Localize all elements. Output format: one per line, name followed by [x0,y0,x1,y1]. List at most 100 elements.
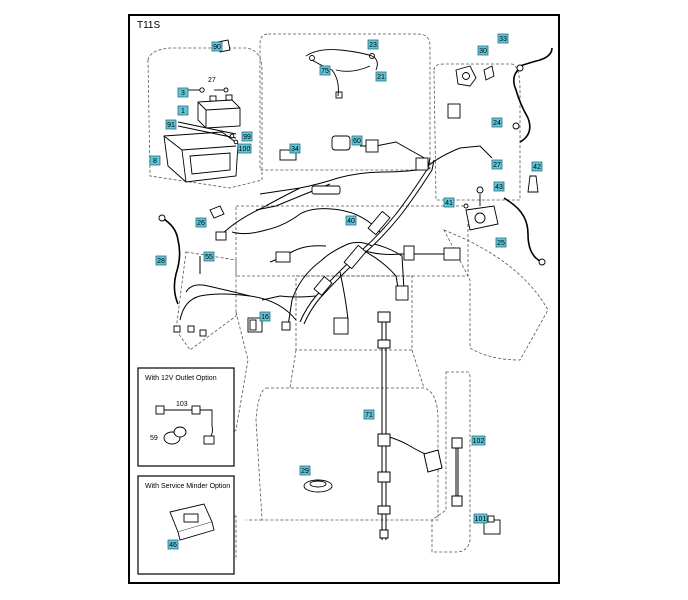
part-29 [303,479,333,493]
callout-99: 99 [241,131,253,142]
callout-33: 33 [497,33,509,44]
callout-box [363,409,375,420]
callout-27: 27 [491,159,503,170]
ground-cable-28 [158,214,201,305]
callout-label: 71 [365,412,373,419]
callout-34: 34 [289,143,301,154]
callout-label: 33 [499,36,507,43]
callout-26: 26 [195,217,207,228]
callout-label: 55 [205,254,213,261]
callout-box [497,33,509,44]
callout-label: 101 [475,516,487,523]
callout-55: 55 [203,251,215,262]
callout-box [259,311,271,322]
key-switch [455,65,495,87]
part-101 [483,515,501,535]
minder-option-title: With Service Minder Option [145,483,230,490]
battery [197,94,241,129]
callout-box [149,155,161,166]
callout-box [531,161,543,172]
callout-box [177,87,189,98]
bolt-hardware [188,87,239,145]
callout-60: 60 [351,135,363,146]
positive-cable-25 [503,197,546,266]
callout-box [177,105,189,116]
harness-71 [377,311,443,540]
callout-box [367,39,379,50]
callout-label: 91 [167,122,175,129]
callout-box [495,237,507,248]
callout-label: 41 [445,200,453,207]
callout-box [289,143,301,154]
outlet-label-59: 59 [150,435,158,442]
callout-box [319,65,331,76]
callout-label: 8 [153,158,157,165]
callout-24: 24 [491,117,503,128]
callout-label: 3 [181,90,185,97]
callout-label: 100 [239,146,251,153]
callout-21: 21 [375,71,387,82]
harness-102 [451,437,463,507]
callout-box [477,45,489,56]
callout-29: 29 [299,465,311,476]
page-label: T11S [137,20,161,31]
callout-box [167,539,179,550]
callout-label: 75 [321,68,329,75]
callout-28: 28 [155,255,167,266]
callout-box [491,117,503,128]
callout-label: 60 [353,138,361,145]
callout-100: 100 [237,143,252,154]
callout-box [195,217,207,228]
callout-label: 43 [495,184,503,191]
callout-box [299,465,311,476]
callout-label: 30 [479,48,487,55]
callout-box [345,215,357,226]
callout-90: 90 [211,41,223,52]
callout-1: 1 [177,105,189,116]
diagram-frame [128,14,560,584]
callout-label: 21 [377,74,385,81]
callout-box [211,41,223,52]
callout-label: 25 [497,240,505,247]
plain-label-27: 27 [208,77,216,84]
callout-label: 28 [157,258,165,265]
callout-label: 90 [213,44,221,51]
harness-connectors [173,103,461,337]
callout-box [443,197,455,208]
option-minder-box [137,475,235,575]
callout-label: 23 [369,42,377,49]
callout-3: 3 [177,87,189,98]
callout-8: 8 [149,155,161,166]
callout-box [351,135,363,146]
fuse-harness [305,49,378,99]
battery-tray [163,131,239,183]
callout-box [375,71,387,82]
chassis-outline [147,33,549,560]
callout-71: 71 [363,409,375,420]
outlet-label-103: 103 [176,401,188,408]
callout-label: 16 [261,314,269,321]
callout-box [203,251,215,262]
callout-box [241,131,253,142]
callout-75: 75 [319,65,331,76]
boot-42 [527,175,539,193]
callout-42: 42 [531,161,543,172]
callout-box [473,513,488,524]
part-26 [209,205,225,219]
callout-30: 30 [477,45,489,56]
callout-box [493,181,505,192]
callout-91: 91 [165,119,177,130]
starter-solenoid [463,186,499,231]
callout-43: 43 [493,181,505,192]
callout-label: 1 [181,108,185,115]
callout-102: 102 [471,435,486,446]
callout-40: 40 [345,215,357,226]
option-outlet-box [137,367,235,467]
callout-label: 40 [347,218,355,225]
callout-46: 46 [167,539,179,550]
callout-label: 34 [291,146,299,153]
switch-16 [247,317,263,333]
callout-label: 102 [473,438,485,445]
callout-41: 41 [443,197,455,208]
